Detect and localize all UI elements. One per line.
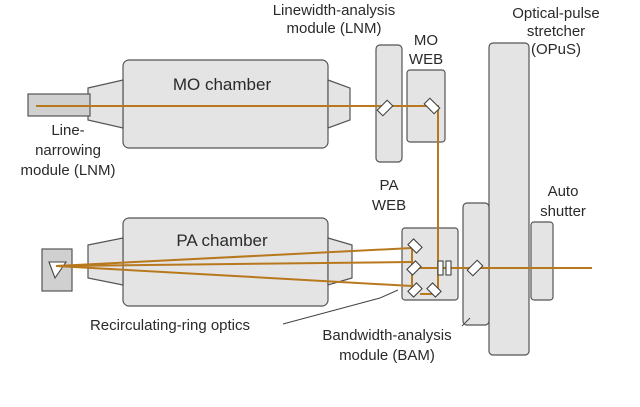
mo-web-label-line1: MO (414, 32, 438, 49)
opus-label-line1: Optical-pulse (512, 5, 600, 22)
linewidth-analysis-label-line2: module (LNM) (286, 20, 381, 37)
leader-lines (282, 289, 471, 327)
pa-web-label-line1: PA (380, 177, 399, 194)
auto-shutter (530, 221, 554, 301)
mo-chamber (87, 59, 351, 149)
lnm-label-line2: narrowing (35, 142, 101, 159)
opus-label-line3: (OPuS) (531, 41, 581, 58)
optical-pulse-stretcher (488, 42, 530, 356)
lnm-label-line3: module (LNM) (20, 162, 115, 179)
lnm-label-line1: Line- (51, 122, 84, 139)
bam-label-line1: Bandwidth-analysis (322, 327, 451, 344)
pa-web-label-line2: WEB (372, 197, 406, 214)
pa-chamber-label: PA chamber (176, 231, 268, 250)
opus-label-line2: stretcher (527, 23, 585, 40)
mo-chamber-label: MO chamber (173, 75, 272, 94)
mirrors (376, 97, 484, 298)
linewidth-analysis-label-line1: Linewidth-analysis (273, 2, 396, 19)
ring-optics-label: Recirculating-ring optics (90, 317, 250, 334)
beam-path (36, 105, 592, 295)
bam-label-line2: module (BAM) (339, 347, 435, 364)
auto-shutter-label-line1: Auto (548, 183, 579, 200)
mo-web-label-line2: WEB (409, 51, 443, 68)
auto-shutter-label-line2: shutter (540, 203, 586, 220)
